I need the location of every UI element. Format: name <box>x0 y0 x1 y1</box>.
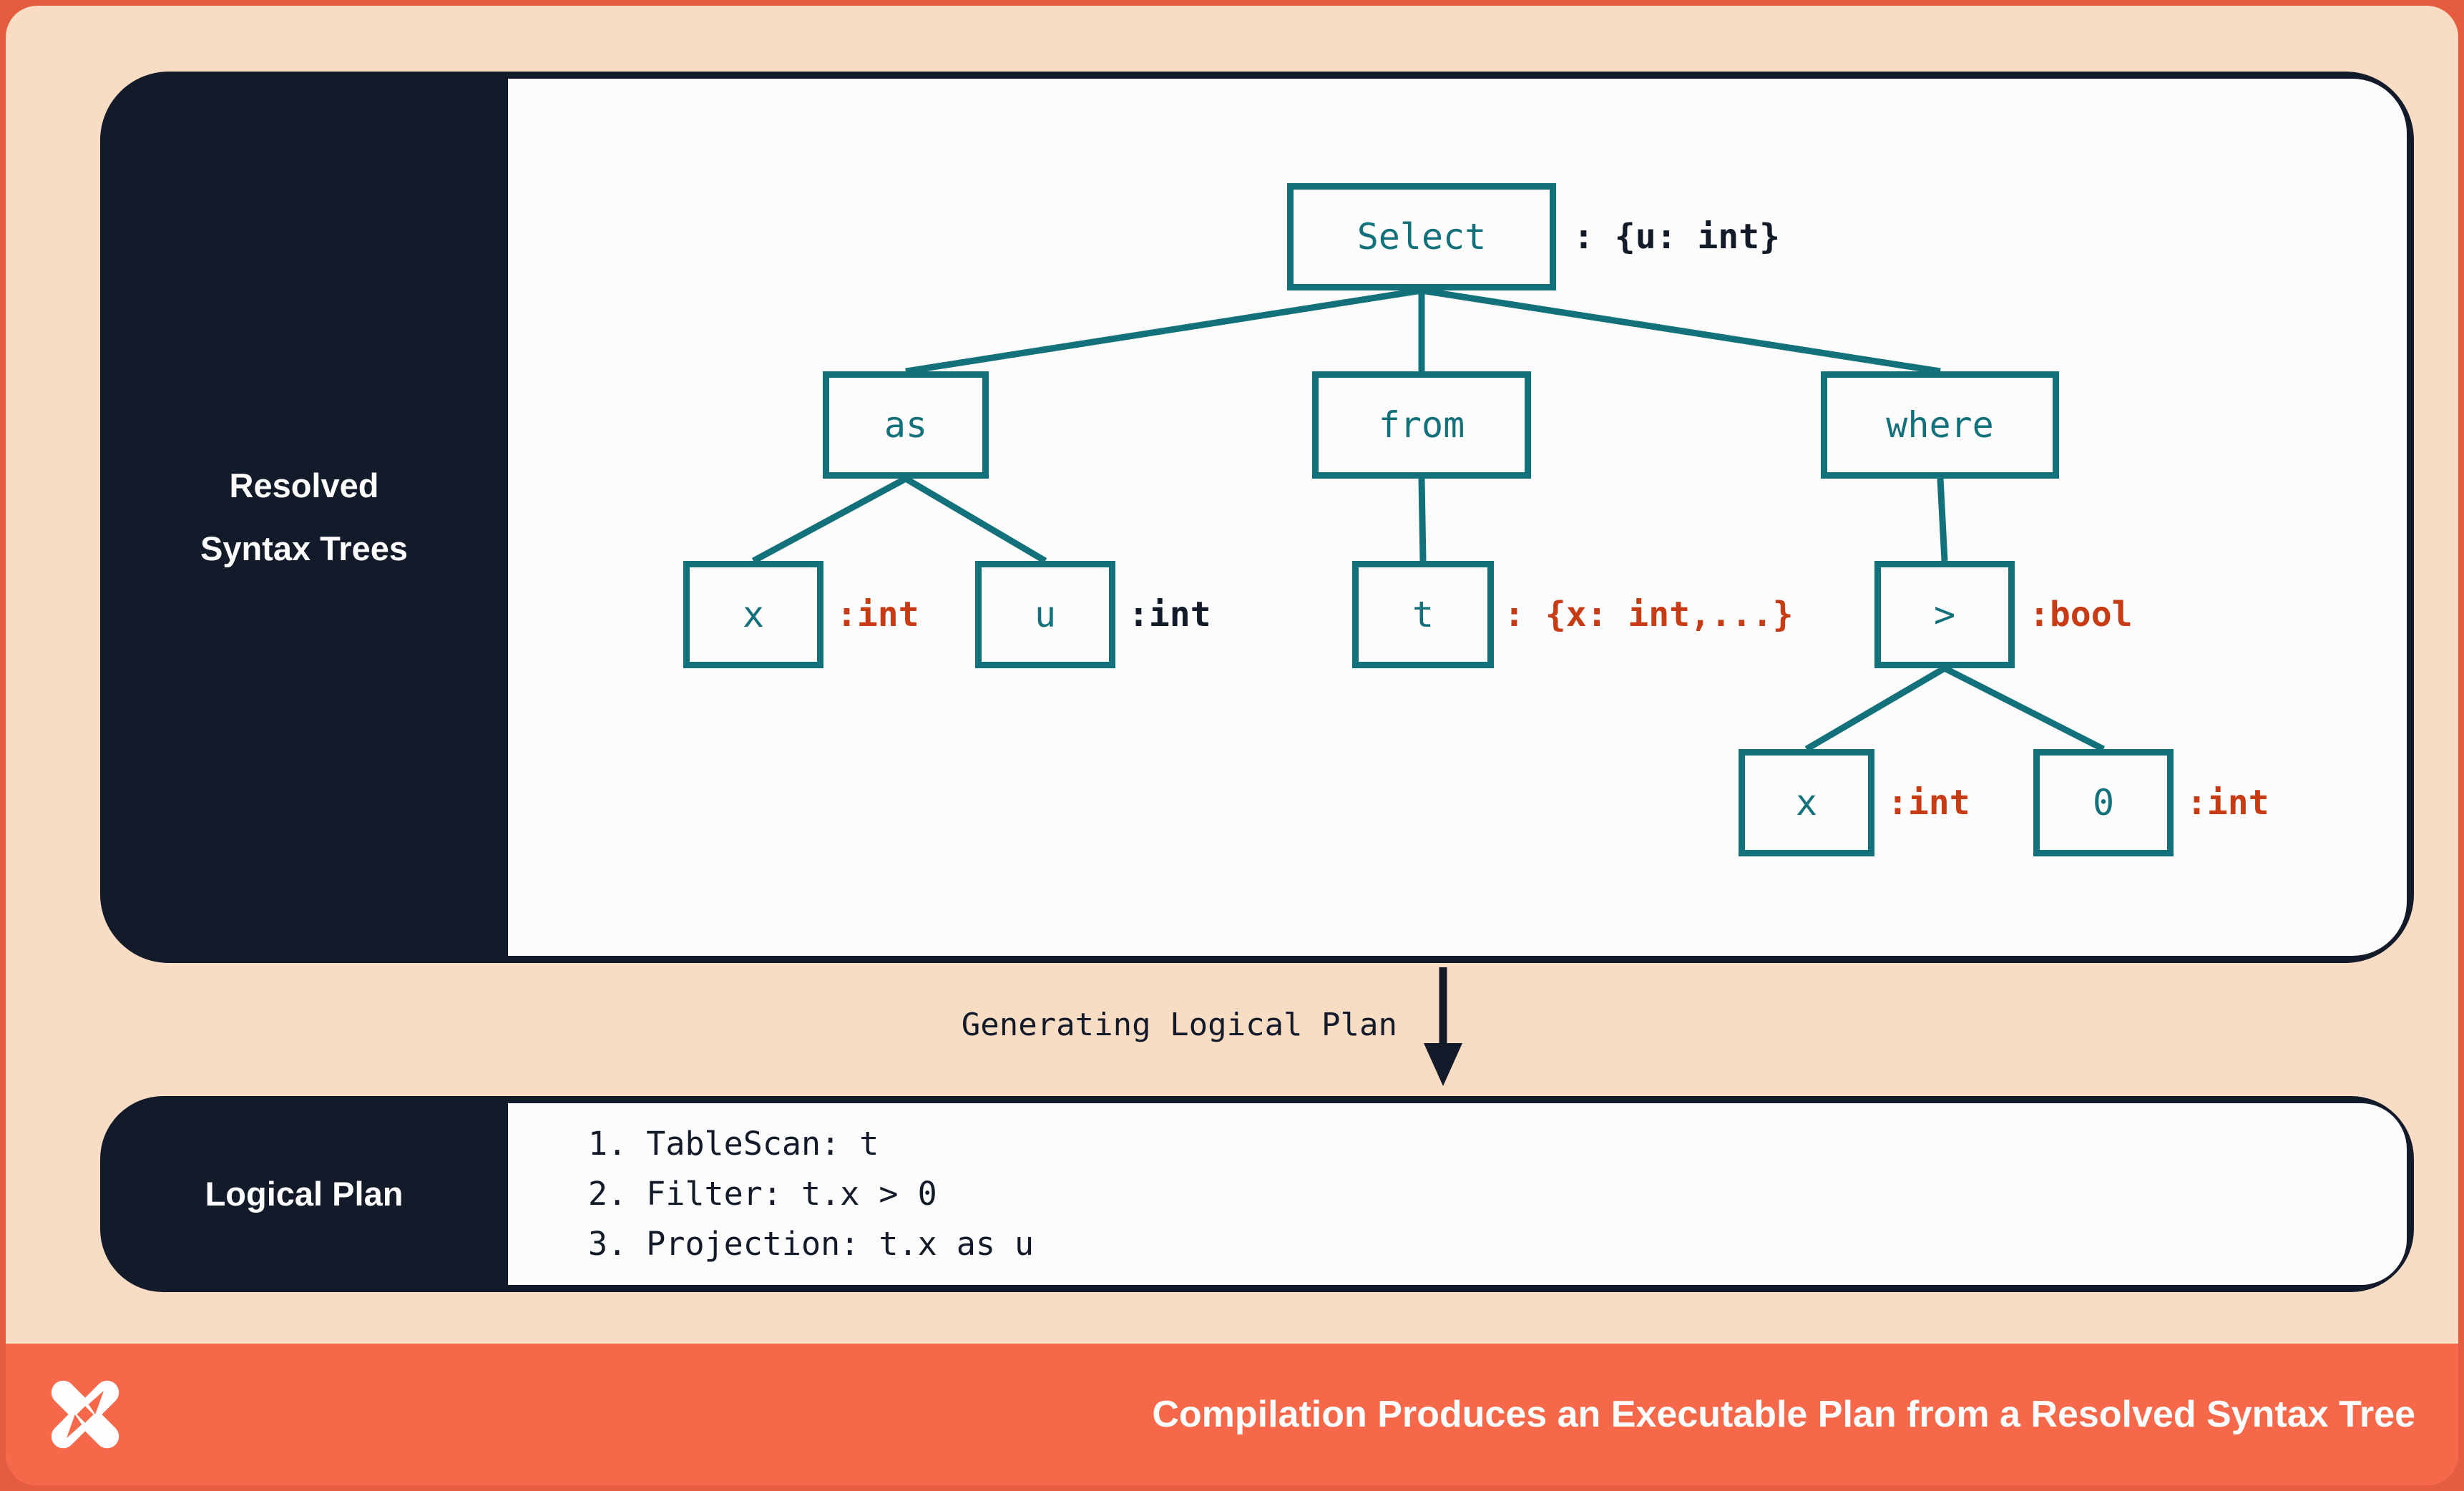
tree-node-u-label: u <box>1034 594 1057 635</box>
annotation-x1-type: :int <box>836 595 919 635</box>
annotation-t-type: : {x: int,...} <box>1504 595 1794 635</box>
plan-step-2: 2. Filter: t.x > 0 <box>588 1175 937 1213</box>
tree-node-as-label: as <box>884 404 928 446</box>
annotation-greater-than-type: :bool <box>2029 595 2133 635</box>
annotation-zero-type: :int <box>2186 783 2269 823</box>
annotation-select-type: : {u: int} <box>1573 217 1780 257</box>
tree-node-t-label: t <box>1412 594 1434 635</box>
tree-node-u: u <box>975 561 1115 668</box>
annotation-u-type: :int <box>1128 595 1211 635</box>
tree-node-greater-than-label: > <box>1933 594 1956 635</box>
top-panel-title-line2: Syntax Trees <box>200 529 408 567</box>
tree-node-zero-label: 0 <box>2092 782 2115 823</box>
tree-node-x2: x <box>1739 749 1874 856</box>
top-panel-title-line1: Resolved <box>229 466 379 504</box>
tree-node-greater-than: > <box>1874 561 2015 668</box>
tree-node-t: t <box>1352 561 1494 668</box>
tree-node-x1: x <box>683 561 823 668</box>
top-panel-title: Resolved Syntax Trees <box>200 454 408 580</box>
footer-title: Compilation Produces an Executable Plan … <box>1152 1394 2415 1435</box>
tree-node-from: from <box>1312 371 1531 479</box>
tree-node-x2-label: x <box>1795 782 1818 823</box>
plan-step-1: 1. TableScan: t <box>588 1125 879 1163</box>
bottom-panel-sidebar: Logical Plan <box>100 1096 508 1292</box>
bottom-panel-title: Logical Plan <box>205 1175 404 1213</box>
footer-bar: Compilation Produces an Executable Plan … <box>6 1344 2458 1485</box>
tree-node-select: Select <box>1287 183 1556 290</box>
tree-node-where-label: where <box>1886 404 1994 446</box>
tree-node-from-label: from <box>1378 404 1465 446</box>
transition-label: Generating Logical Plan <box>961 1006 1397 1043</box>
logical-plan-panel: Logical Plan 1. TableScan: t 2. Filter: … <box>100 1096 2414 1292</box>
poster-canvas: Resolved Syntax Trees <box>6 6 2458 1485</box>
x-pinwheel-logo-icon <box>51 1380 119 1449</box>
tree-node-x1-label: x <box>742 594 765 635</box>
tree-node-zero: 0 <box>2033 749 2174 856</box>
logical-plan-steps: 1. TableScan: t 2. Filter: t.x > 0 3. Pr… <box>508 1103 2407 1285</box>
plan-step-3: 3. Projection: t.x as u <box>588 1225 1035 1263</box>
annotation-x2-type: :int <box>1887 783 1970 823</box>
transition-arrow <box>1424 967 1462 1086</box>
tree-node-where: where <box>1821 371 2059 479</box>
top-panel-sidebar: Resolved Syntax Trees <box>100 72 508 963</box>
tree-node-as: as <box>823 371 989 479</box>
tree-node-select-label: Select <box>1356 216 1487 258</box>
